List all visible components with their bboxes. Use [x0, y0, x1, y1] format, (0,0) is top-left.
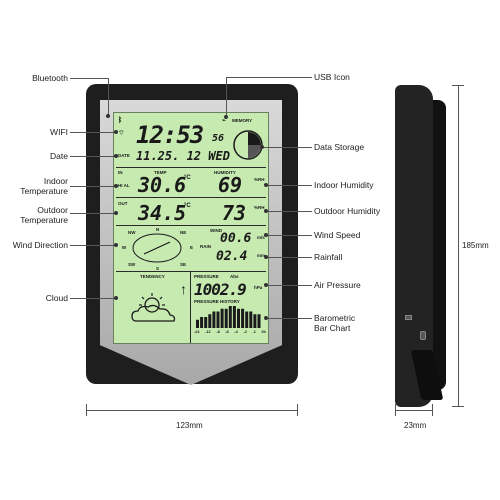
wind-speed: 00.6 — [220, 231, 252, 246]
callout-wifi: WIFI — [50, 127, 68, 137]
history-tick: -1 — [252, 330, 256, 334]
depth-dimension: 23mm — [404, 421, 427, 430]
bluetooth-icon: ᛒ — [118, 117, 123, 124]
indoor-humidity: 69 — [218, 173, 243, 197]
callout-outdoor-humidity: Outdoor Humidity — [314, 206, 381, 216]
seconds-display: 56 — [212, 133, 225, 144]
tendency-arrow-icon: ↑ — [180, 281, 187, 297]
history-tick: -12 — [205, 330, 211, 334]
temp-label: TEMP — [154, 170, 167, 175]
wind-compass — [132, 233, 182, 263]
wind-unit: m/s — [257, 235, 265, 240]
callout-barometric-chart: Barometric Bar Chart — [314, 313, 356, 333]
pressure-bar — [253, 314, 257, 328]
history-tick: -6 — [225, 330, 229, 334]
history-tick: -2 — [243, 330, 247, 334]
time-display: 12:53 — [136, 121, 204, 149]
callout-data-storage: Data Storage — [314, 142, 365, 152]
data-storage-icon — [233, 130, 263, 160]
callout-cloud: Cloud — [45, 293, 68, 303]
history-tick: -4 — [234, 330, 238, 334]
indoor-temperature: 30.6 — [138, 173, 187, 197]
indoor-hi-al: HI AL — [118, 183, 130, 188]
callout-wind-speed: Wind Speed — [314, 230, 361, 240]
pressure-bar — [241, 308, 245, 328]
power-port — [420, 331, 426, 340]
usb-port — [405, 315, 412, 320]
pressure-bar — [232, 306, 236, 328]
pressure-bar — [249, 311, 253, 328]
rain-label: RAIN — [200, 244, 211, 249]
pressure-bar — [224, 308, 228, 328]
outdoor-temperature: 34.5 — [138, 201, 187, 225]
height-dimension: 185mm — [462, 241, 489, 250]
indoor-label: IN — [118, 170, 123, 175]
wind-label: WIND — [210, 228, 222, 233]
date-display: 11.25. 12 WED — [136, 149, 230, 163]
rain-unit: mm — [257, 253, 266, 258]
date-label: DATE — [118, 153, 130, 158]
pressure-bar — [212, 311, 216, 328]
barometric-bar-chart — [196, 306, 261, 328]
wifi-icon: ⌔ — [118, 130, 125, 137]
pressure-unit: hPa — [254, 285, 263, 290]
callout-date: Date — [50, 151, 68, 161]
history-ticks: -24 -12 -8 -6 -4 -2 -1 0h — [194, 330, 266, 334]
air-pressure: 1002.9 — [194, 280, 247, 299]
outdoor-label: OUT — [118, 201, 128, 206]
pressure-bar — [208, 314, 212, 328]
pressure-bar — [257, 314, 261, 328]
history-tick: -24 — [194, 330, 200, 334]
pressure-bar — [216, 311, 220, 328]
indoor-humidity-unit: %RH — [254, 177, 265, 182]
indoor-temp-unit: °C — [184, 175, 191, 181]
callout-indoor-temperature: Indoor Temperature — [20, 176, 68, 196]
callout-wind-direction: Wind Direction — [12, 240, 68, 250]
pressure-bar — [220, 308, 224, 328]
pressure-bar — [237, 308, 240, 328]
pressure-label: PRESSURE — [194, 274, 219, 279]
width-dimension: 123mm — [176, 421, 203, 430]
outdoor-humidity-unit: %RH — [254, 205, 265, 210]
lcd-screen: ᛒ ⌔ ⌁ MEMORY 12:53 56 DATE 11.25. 12 WED… — [113, 112, 269, 344]
memory-label: MEMORY — [232, 118, 253, 123]
pressure-bar — [245, 311, 249, 328]
callout-indoor-humidity: Indoor Humidity — [314, 180, 374, 190]
history-tick: 0h — [261, 330, 266, 334]
pressure-bar — [204, 317, 208, 328]
humidity-label: HUMIDITY — [214, 170, 236, 175]
usb-icon: ⌁ — [222, 118, 226, 124]
pressure-bar — [196, 319, 199, 328]
cloud-icon — [131, 293, 176, 322]
outdoor-temp-unit: °C — [184, 203, 191, 209]
callout-air-pressure: Air Pressure — [314, 280, 361, 290]
callout-outdoor-temperature: Outdoor Temperature — [20, 205, 68, 225]
rainfall: 02.4 — [216, 249, 248, 264]
pressure-bar — [228, 306, 232, 328]
history-tick: -8 — [216, 330, 220, 334]
callout-bluetooth: Bluetooth — [32, 73, 68, 83]
outdoor-humidity: 73 — [222, 201, 247, 225]
tendency-label: TENDENCY — [140, 274, 165, 279]
pressure-bar — [200, 317, 204, 328]
callout-rainfall: Rainfall — [314, 252, 343, 262]
pressure-sub: Abs — [230, 274, 239, 279]
pressure-history-label: PRESSURE HISTORY — [194, 299, 240, 304]
callout-usb-icon: USB Icon — [314, 72, 350, 82]
